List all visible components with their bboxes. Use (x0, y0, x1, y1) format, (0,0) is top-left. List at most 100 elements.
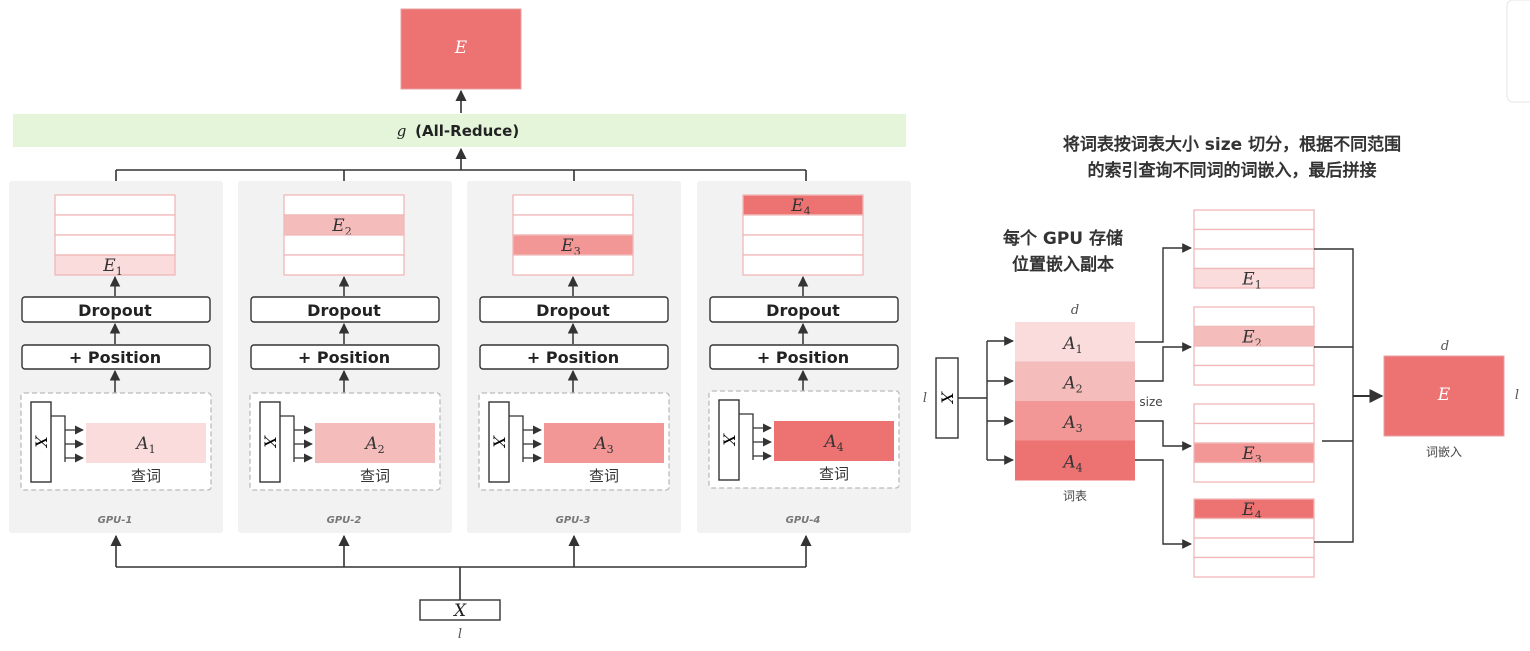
embedding-shard-label-var: E (1241, 328, 1255, 348)
gpu-lookup-label: A4 (822, 432, 843, 454)
embedding-shard-label: E4 (1241, 500, 1261, 522)
vocab-label: 词表 (1063, 489, 1087, 503)
all-reduce-bar: g (All-Reduce) (13, 114, 906, 147)
right-output-dim-d: d (1441, 339, 1449, 354)
gpu-embedding-label-var: E (102, 256, 116, 276)
position-box: + Position (527, 348, 619, 367)
lookup-caption: 查词 (819, 465, 849, 483)
gpu-embedding-label: E3 (560, 236, 580, 258)
vocab-row-label-sub: 4 (1076, 462, 1083, 475)
gpu-lookup-label: A1 (134, 434, 155, 456)
position-box: + Position (69, 348, 161, 367)
gpu-embedding-label-var: E (560, 236, 574, 256)
right-output-block: d E l 词嵌入 (1383, 339, 1519, 459)
dropout-box: Dropout (78, 301, 152, 320)
embedding-shard-label: E3 (1241, 444, 1261, 466)
vocab-row-label-var: A (1061, 413, 1075, 433)
embedding-shard-label-sub: 4 (1255, 509, 1262, 522)
right-input-dim: l (923, 391, 927, 406)
right-input-fan (958, 336, 1014, 465)
right-input-label: X (938, 390, 957, 404)
input-label: X (452, 601, 467, 621)
output-embedding-block: E (400, 8, 522, 90)
embedding-shard-label-sub: 3 (1255, 453, 1262, 466)
side-toolbar (1506, 0, 1530, 103)
gpu-embedding-label-sub: 3 (574, 245, 581, 258)
gpu-input-label: X (32, 434, 51, 448)
lookup-caption: 查词 (360, 467, 390, 485)
vocab-row-label-sub: 3 (1076, 422, 1083, 435)
gpu-name: GPU-2 (327, 515, 362, 526)
right-output-label: E (1437, 385, 1451, 405)
dropout-box: Dropout (766, 301, 840, 320)
gpu-lookup-label-sub: 4 (837, 441, 844, 454)
vocab-dim: d (1071, 303, 1079, 318)
vocab-row-label-var: A (1061, 374, 1075, 394)
gpu-embedding-label-sub: 1 (116, 265, 123, 278)
vocab-row-label: A3 (1061, 413, 1082, 435)
dropout-box: Dropout (307, 301, 381, 320)
note-line2: 位置嵌入副本 (1012, 254, 1114, 275)
gpu-embedding-label: E1 (102, 256, 122, 278)
gpu-lookup-label-sub: 3 (607, 443, 614, 456)
gpu-embedding-label: E2 (331, 216, 351, 238)
input-bus (110, 534, 812, 600)
vocab-row-label-sub: 1 (1076, 343, 1083, 356)
gpu-lookup-label: A3 (592, 434, 613, 456)
vocab-row-label-sub: 2 (1076, 383, 1083, 396)
right-input-box: X l (923, 357, 959, 439)
embedding-shard-label-var: E (1241, 444, 1255, 464)
svg-text:g (All-Reduce): g (All-Reduce) (397, 122, 519, 140)
right-title-line2: 的索引查询不同词的词嵌入，最后拼接 (1088, 160, 1377, 181)
vocab-row-label: A4 (1061, 453, 1082, 475)
gpu-input-label: X (720, 432, 739, 446)
gpu-embedding-label-sub: 2 (345, 225, 352, 238)
gpu-lookup-label-var: A (822, 432, 836, 452)
gpu-lookup-label-sub: 2 (378, 443, 385, 456)
vocab-to-embedding-lines (1135, 243, 1192, 549)
dropout-box: Dropout (536, 301, 610, 320)
right-output-dim-l: l (1515, 388, 1519, 403)
gpu-embedding-label: E4 (790, 196, 810, 218)
note-line1: 每个 GPU 存储 (1003, 228, 1123, 249)
vocab-row-label: A1 (1061, 334, 1082, 356)
size-label: size (1139, 395, 1162, 409)
input-dim: l (458, 627, 462, 642)
embedding-shard-label-var: E (1241, 500, 1255, 520)
right-output-caption: 词嵌入 (1426, 445, 1462, 459)
gpu-input-label: X (261, 434, 280, 448)
embedding-shard-label-var: E (1241, 270, 1255, 290)
vocab-row-label: A2 (1061, 374, 1082, 396)
merge-lines (1314, 248, 1384, 543)
gpu-name: GPU-1 (98, 515, 133, 526)
embedding-shard-label: E1 (1241, 270, 1261, 292)
gpu-embedding-label-var: E (790, 196, 804, 216)
gpu-lookup-label: A2 (363, 434, 384, 456)
right-title-line1: 将词表按词表大小 size 切分，根据不同范围 (1063, 134, 1401, 155)
gpu-lookup-label-var: A (134, 434, 148, 454)
gpu-input-label: X (490, 434, 509, 448)
gpu-name: GPU-3 (556, 515, 591, 526)
reduce-label: (All-Reduce) (415, 122, 519, 140)
vocab-row-label-var: A (1061, 453, 1075, 473)
embedding-shard-label: E2 (1241, 328, 1261, 350)
gpu-lookup-label-var: A (363, 434, 377, 454)
input-box: X l (419, 599, 501, 642)
output-label: E (454, 38, 468, 58)
embedding-shard-label-sub: 2 (1255, 337, 1262, 350)
gpu-lookup-label-var: A (592, 434, 606, 454)
gpu-name: GPU-4 (786, 515, 821, 526)
lookup-caption: 查词 (131, 467, 161, 485)
reduce-symbol: g (397, 122, 407, 140)
lookup-caption: 查词 (589, 467, 619, 485)
gpu-embedding-label-sub: 4 (804, 205, 811, 218)
position-box: + Position (757, 348, 849, 367)
gpu-embedding-label-var: E (331, 216, 345, 236)
